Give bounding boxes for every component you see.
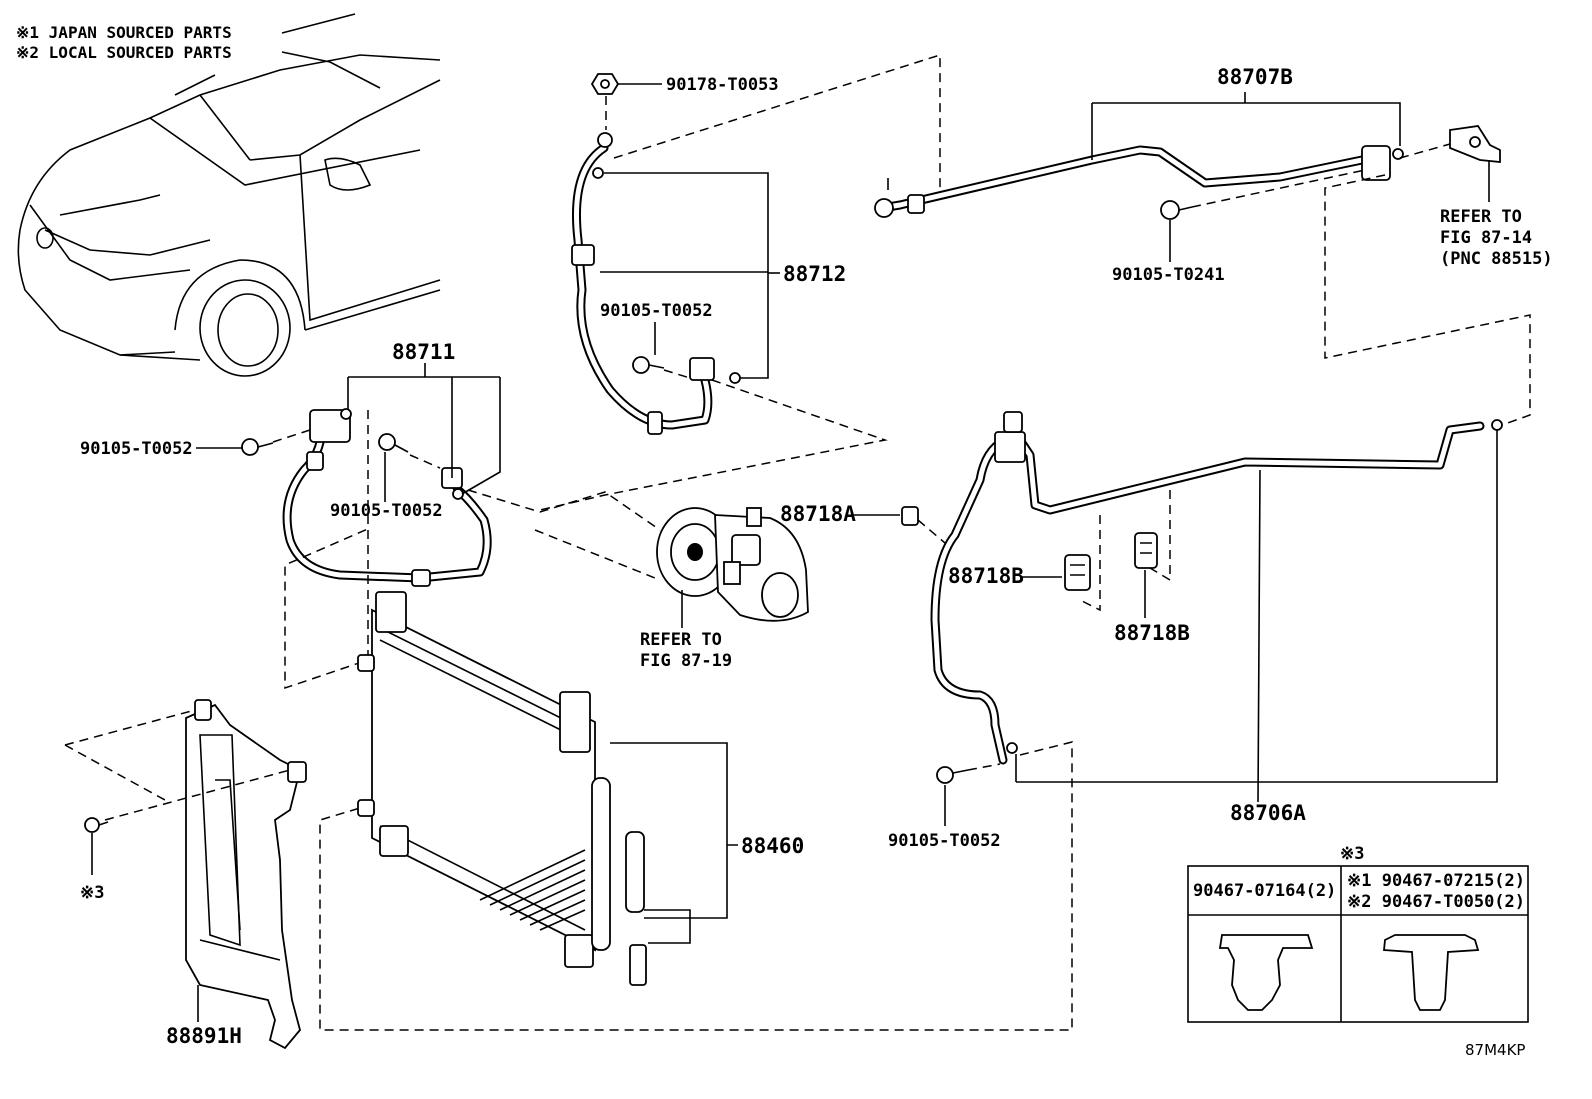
clamp-88718b-2 bbox=[1134, 532, 1158, 569]
bracket-88712 bbox=[604, 172, 769, 379]
dash-88712-top bbox=[613, 53, 941, 195]
dash-88891h bbox=[64, 709, 291, 821]
clip-ref3 bbox=[84, 817, 109, 833]
liquid-pipe-88707b bbox=[874, 145, 1404, 218]
bolt-90105-d bbox=[936, 766, 969, 784]
dash-88718b-2 bbox=[1149, 490, 1171, 582]
clip-table-col2-row1: ※1 90467-07215(2) bbox=[1347, 871, 1525, 891]
diagram-code: 87M4KP bbox=[1465, 1041, 1525, 1059]
dash-valve bbox=[1399, 143, 1451, 159]
clip-table-col2-row2: ※2 90467-T0050(2) bbox=[1347, 892, 1525, 912]
label-88712: 88712 bbox=[783, 262, 846, 286]
label-90105-t0052-a: 90105-T0052 bbox=[600, 301, 713, 321]
clamp-88718b-1 bbox=[1064, 554, 1091, 591]
clamp-88718a bbox=[901, 506, 919, 526]
label-refer-fig: FIG 87-14 bbox=[1440, 228, 1532, 248]
dash-90105-d bbox=[967, 763, 1001, 771]
legend-leader-2 bbox=[281, 51, 381, 89]
bolt-90105-t0241 bbox=[1160, 200, 1193, 220]
label-compressor-refer: REFER TO bbox=[640, 630, 722, 650]
bracket-88460 bbox=[610, 742, 738, 944]
legend-japan-sourced: ※1 JAPAN SOURCED PARTS bbox=[16, 23, 232, 42]
clip-table: ※3 90467-07164(2) ※1 90467-07215(2) ※2 9… bbox=[1187, 844, 1529, 1023]
dash-88718a bbox=[917, 519, 946, 544]
clip-table-col1: 90467-07164(2) bbox=[1193, 881, 1336, 901]
label-compressor-fig: FIG 87-19 bbox=[640, 651, 732, 671]
bracket-88711 bbox=[347, 363, 501, 495]
bolt-90105-a bbox=[632, 356, 665, 374]
bolt-90105-c bbox=[378, 433, 409, 453]
legend-local-sourced: ※2 LOCAL SOURCED PARTS bbox=[16, 43, 232, 62]
label-88460: 88460 bbox=[741, 834, 804, 858]
label-90105-t0052-c: 90105-T0052 bbox=[330, 501, 443, 521]
label-ref3: ※3 bbox=[80, 883, 104, 903]
nut-90178 bbox=[590, 73, 620, 95]
clip-2-icon bbox=[1383, 934, 1480, 1011]
dash-88712-to-compressor bbox=[539, 379, 888, 511]
dash-compressor-2 bbox=[534, 529, 661, 581]
compressor bbox=[656, 507, 809, 622]
label-90178-t0053: 90178-T0053 bbox=[666, 75, 779, 95]
dash-88711-to-compressor bbox=[467, 489, 661, 531]
dash-88718b-1 bbox=[1079, 515, 1101, 612]
discharge-hose-88712 bbox=[571, 132, 741, 435]
dash-90105-a bbox=[663, 369, 691, 379]
label-90105-t0052-b: 90105-T0052 bbox=[80, 439, 193, 459]
dash-90105-c bbox=[409, 454, 441, 469]
label-88718b-1: 88718B bbox=[948, 564, 1024, 588]
air-guide-88891h bbox=[185, 699, 307, 1050]
dash-90105-b bbox=[272, 429, 311, 443]
label-refer-pnc: (PNC 88515) bbox=[1440, 249, 1553, 269]
clip-1-icon bbox=[1218, 934, 1314, 1011]
legend-leader-1 bbox=[281, 13, 356, 34]
vehicle-illustration bbox=[17, 54, 441, 377]
liquid-pipe-88706a bbox=[930, 411, 1503, 765]
label-88711: 88711 bbox=[392, 340, 455, 364]
bracket-88706a bbox=[1015, 430, 1498, 803]
bolt-90105-b bbox=[241, 438, 274, 456]
label-90105-t0052-d: 90105-T0052 bbox=[888, 831, 1001, 851]
condenser-88460 bbox=[357, 591, 647, 986]
label-90105-t0241: 90105-T0241 bbox=[1112, 265, 1225, 285]
label-88718b-2: 88718B bbox=[1114, 621, 1190, 645]
label-refer-to: REFER TO bbox=[1440, 207, 1522, 227]
label-88891h: 88891H bbox=[166, 1024, 242, 1048]
label-88718a: 88718A bbox=[780, 502, 856, 526]
clip-table-title: ※3 bbox=[1340, 844, 1364, 864]
bracket-88707b bbox=[1091, 92, 1401, 160]
expansion-valve bbox=[1449, 125, 1501, 163]
dash-88707b-to-88706a bbox=[1324, 174, 1531, 426]
dash-condenser-loop bbox=[319, 741, 1073, 1031]
label-88707b: 88707B bbox=[1217, 65, 1293, 89]
label-88706a: 88706A bbox=[1230, 801, 1306, 825]
dash-88711-to-condenser bbox=[284, 410, 371, 690]
